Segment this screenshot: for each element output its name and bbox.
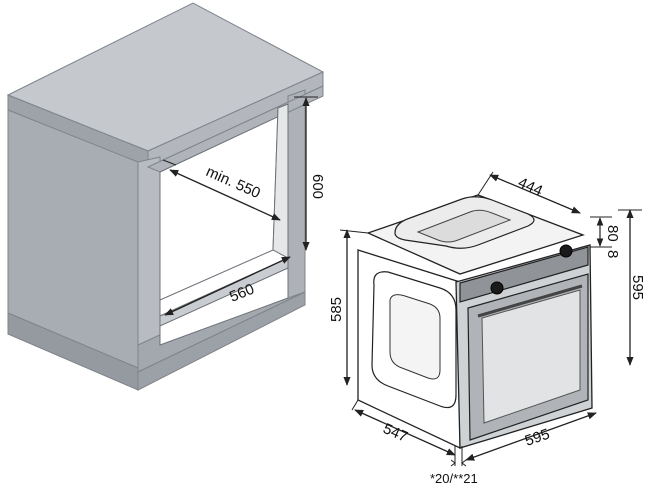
- footnote-arrow-right: [461, 459, 467, 467]
- footnote-arrow-left: [450, 459, 456, 467]
- front-width-label: 595: [523, 426, 552, 450]
- built-in-oven: 444 80 8 595 585 547 595 *20/**21: [328, 171, 646, 486]
- top-depth-arrow: [489, 174, 581, 214]
- oven-side-cavity-inner: [389, 294, 441, 380]
- footnote-label: *20/**21: [430, 471, 478, 486]
- oven-right-knob: [559, 244, 573, 258]
- panel-gap-label: 8: [604, 250, 621, 258]
- side-height-tick-top: [339, 229, 369, 234]
- side-height-label: 585: [328, 297, 345, 322]
- side-depth-label: 547: [380, 420, 410, 446]
- front-height-label: 595: [629, 275, 646, 300]
- side-depth-arrow: [354, 409, 456, 456]
- opening-width-arrow: [164, 256, 291, 316]
- oven-door-glass: [481, 289, 581, 424]
- cabinet-front-right-stile: [287, 89, 306, 299]
- cabinet-plinth-lower: [137, 291, 306, 391]
- oven-top-tray-inner: [416, 209, 512, 243]
- min-depth-arrow: [169, 169, 281, 221]
- kitchen-cabinet: min. 550 600 560: [6, 2, 326, 391]
- front-width-arrow: [465, 412, 597, 461]
- oven-left-knob: [490, 281, 504, 295]
- min-depth-tick: [162, 159, 177, 166]
- opening-height-label: 600: [309, 174, 326, 199]
- side-depth-ext: [351, 399, 359, 411]
- oven-door-handle: [477, 284, 583, 318]
- panel-height-label: 80: [604, 225, 621, 242]
